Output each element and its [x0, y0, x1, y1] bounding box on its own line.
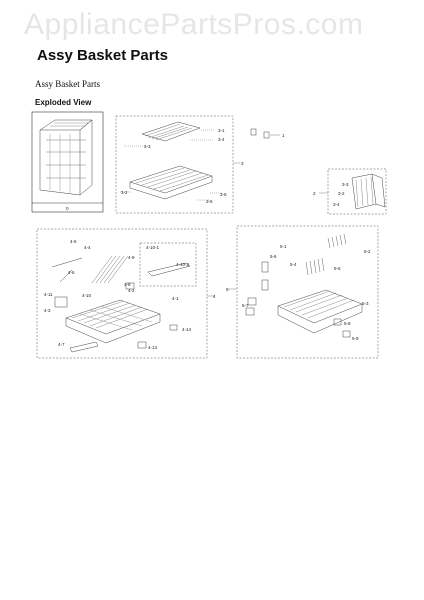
callout-5-1: 5-1 — [280, 244, 287, 249]
callout-4-9: 4-9 — [128, 255, 135, 260]
callout-4-6: 4-6 — [68, 270, 75, 275]
callout-3-6: 3-6 — [206, 199, 213, 204]
callout-1: 1 — [282, 133, 285, 138]
overview-panel: 0 — [31, 111, 104, 213]
callout-4-4: 4-4 — [84, 245, 91, 250]
callout-4-7: 4-7 — [58, 342, 65, 347]
callout-5-8: 5-8 — [344, 321, 351, 326]
lower-rack-right-group — [228, 225, 379, 359]
callout-side-3-2: 3-2 — [338, 191, 345, 196]
callout-4-5: 4-5 — [70, 239, 77, 244]
callout-side-3-4: 3-4 — [333, 202, 340, 207]
callout-5-4: 5-4 — [290, 262, 297, 267]
section-title: Exploded View — [35, 98, 92, 107]
callout-3-2: 3-2 — [121, 190, 128, 195]
upper-rack-group — [115, 115, 240, 214]
callout-4-13: 4-13 — [148, 345, 158, 350]
page-title: Assy Basket Parts — [37, 47, 168, 64]
callout-3-1: 3-1 — [218, 128, 225, 133]
callout-3-4: 3-4 — [218, 137, 225, 142]
page-subtitle: Assy Basket Parts — [35, 79, 100, 89]
callout-5-2: 5-2 — [364, 249, 371, 254]
callout-5-5: 5-5 — [334, 266, 341, 271]
callout-5-7: 5-7 — [242, 303, 249, 308]
part-1-illustration — [250, 128, 280, 139]
callout-4-8: 4-8 — [124, 282, 131, 287]
watermark-text: AppliancePartsPros.com — [24, 8, 364, 41]
upper-rack-illustration — [129, 121, 213, 200]
callout-5-6: 5-6 — [270, 254, 277, 259]
callout-4-10-1: 4-10-1 — [146, 245, 160, 250]
callout-4-11: 4-11 — [44, 292, 53, 297]
callout-4-3: 4-3 — [44, 308, 51, 313]
callout-5: 5 — [226, 287, 229, 292]
callout-4: 4 — [213, 294, 216, 299]
cutlery-basket-illustration — [351, 173, 386, 210]
callout-5-3: 5-3 — [362, 301, 369, 306]
dishwasher-illustration — [39, 119, 93, 196]
overview-label: 0 — [66, 206, 69, 211]
callout-3-5: 3-5 — [220, 192, 227, 197]
callout-4-14: 4-14 — [182, 327, 192, 332]
lower-rack-left-group — [36, 228, 215, 359]
callout-3: 3 — [241, 161, 244, 166]
lower-rack-right-illustration — [245, 233, 363, 338]
callout-4-2: 4-2 — [128, 288, 135, 293]
callout-side-3-3: 3-3 — [342, 182, 349, 187]
cutlery-basket-group — [319, 168, 387, 215]
callout-4-10-2: 4-10-2 — [176, 262, 190, 267]
callout-5-9: 5-9 — [352, 336, 359, 341]
callout-2: 2 — [313, 191, 316, 196]
lower-rack-left-illustration — [51, 255, 191, 353]
callout-4-1: 4-1 — [172, 296, 179, 301]
callout-4-10: 4-10 — [82, 293, 92, 298]
callout-3-3: 3-3 — [144, 144, 151, 149]
